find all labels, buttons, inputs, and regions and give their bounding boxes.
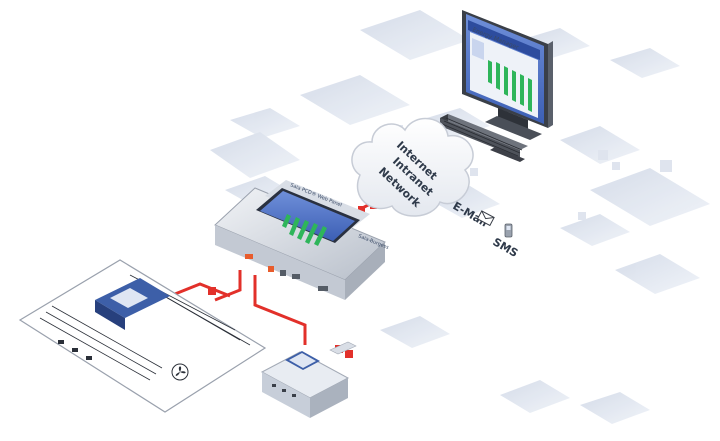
monitor-icon: Energy Manager [462,10,553,140]
panel-to-cabinet-line [214,270,242,302]
envelope-icon [476,210,495,227]
keyboard-icon [440,114,528,162]
wired-lines [169,270,307,345]
web-panel-icon: Saia PCD® Web Panel Saia-Burgess [214,180,390,300]
cloud-icon: Internet Intranet Network [351,117,474,217]
panel-connectors [245,254,274,272]
sms-label: SMS [491,235,521,260]
sms-notification: SMS [491,223,521,260]
monitor-chart-bars [488,60,532,112]
energy-meter-in-cabinet [95,278,170,330]
panel-to-meter-line [253,275,307,345]
energy-meter-icon [260,341,357,418]
wiring-cabinet [18,259,267,413]
phone-icon [504,223,513,238]
panel-chart-bars [282,214,327,246]
fan-icon [171,363,189,381]
